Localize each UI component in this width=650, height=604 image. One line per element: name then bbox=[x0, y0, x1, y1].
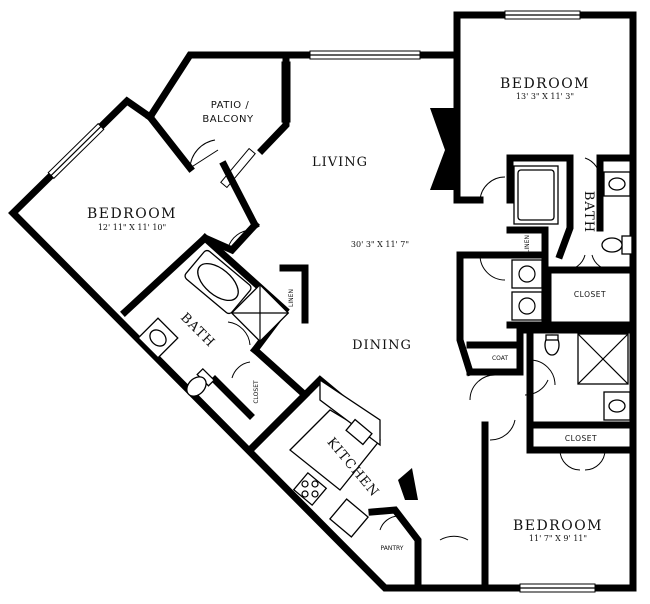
living-dimension: 30' 3" X 11' 7" bbox=[351, 240, 409, 249]
closet-left-label: CLOSET bbox=[253, 380, 260, 404]
bedroom-left-dimension: 12' 11" X 11' 10" bbox=[98, 223, 166, 232]
kitchen-walls bbox=[245, 375, 422, 592]
patio-label-line1: PATIO / bbox=[211, 100, 250, 111]
bath-left-label: BATH bbox=[177, 310, 217, 350]
bedroom-bottom-right-label: BEDROOM bbox=[513, 518, 603, 534]
left-bath-fixtures bbox=[137, 249, 290, 397]
bedroom-top-right-label: BEDROOM bbox=[500, 76, 590, 92]
right-block-walls bbox=[430, 108, 637, 541]
bedroom-left-label: BEDROOM bbox=[87, 206, 177, 222]
bath-right-label: BATH bbox=[581, 191, 596, 233]
bedroom-top-right-dimension: 13' 3" X 11' 3" bbox=[516, 92, 574, 101]
closet-right-label: CLOSET bbox=[574, 290, 606, 299]
patio-walls bbox=[145, 54, 290, 173]
exterior-walls bbox=[8, 11, 637, 592]
coat-label: COAT bbox=[492, 355, 508, 362]
bedroom-bottom-right-dimension: 11' 7" X 9' 11" bbox=[529, 534, 587, 543]
dining-label: DINING bbox=[352, 338, 412, 353]
pantry-label: PANTRY bbox=[381, 545, 404, 552]
linen-left-label: LINEN bbox=[288, 289, 295, 307]
living-label: LIVING bbox=[312, 155, 368, 170]
closet-bottom-label: CLOSET bbox=[565, 434, 597, 443]
patio-label-line2: BALCONY bbox=[202, 114, 254, 125]
linen-right-label: LINEN bbox=[524, 235, 531, 253]
